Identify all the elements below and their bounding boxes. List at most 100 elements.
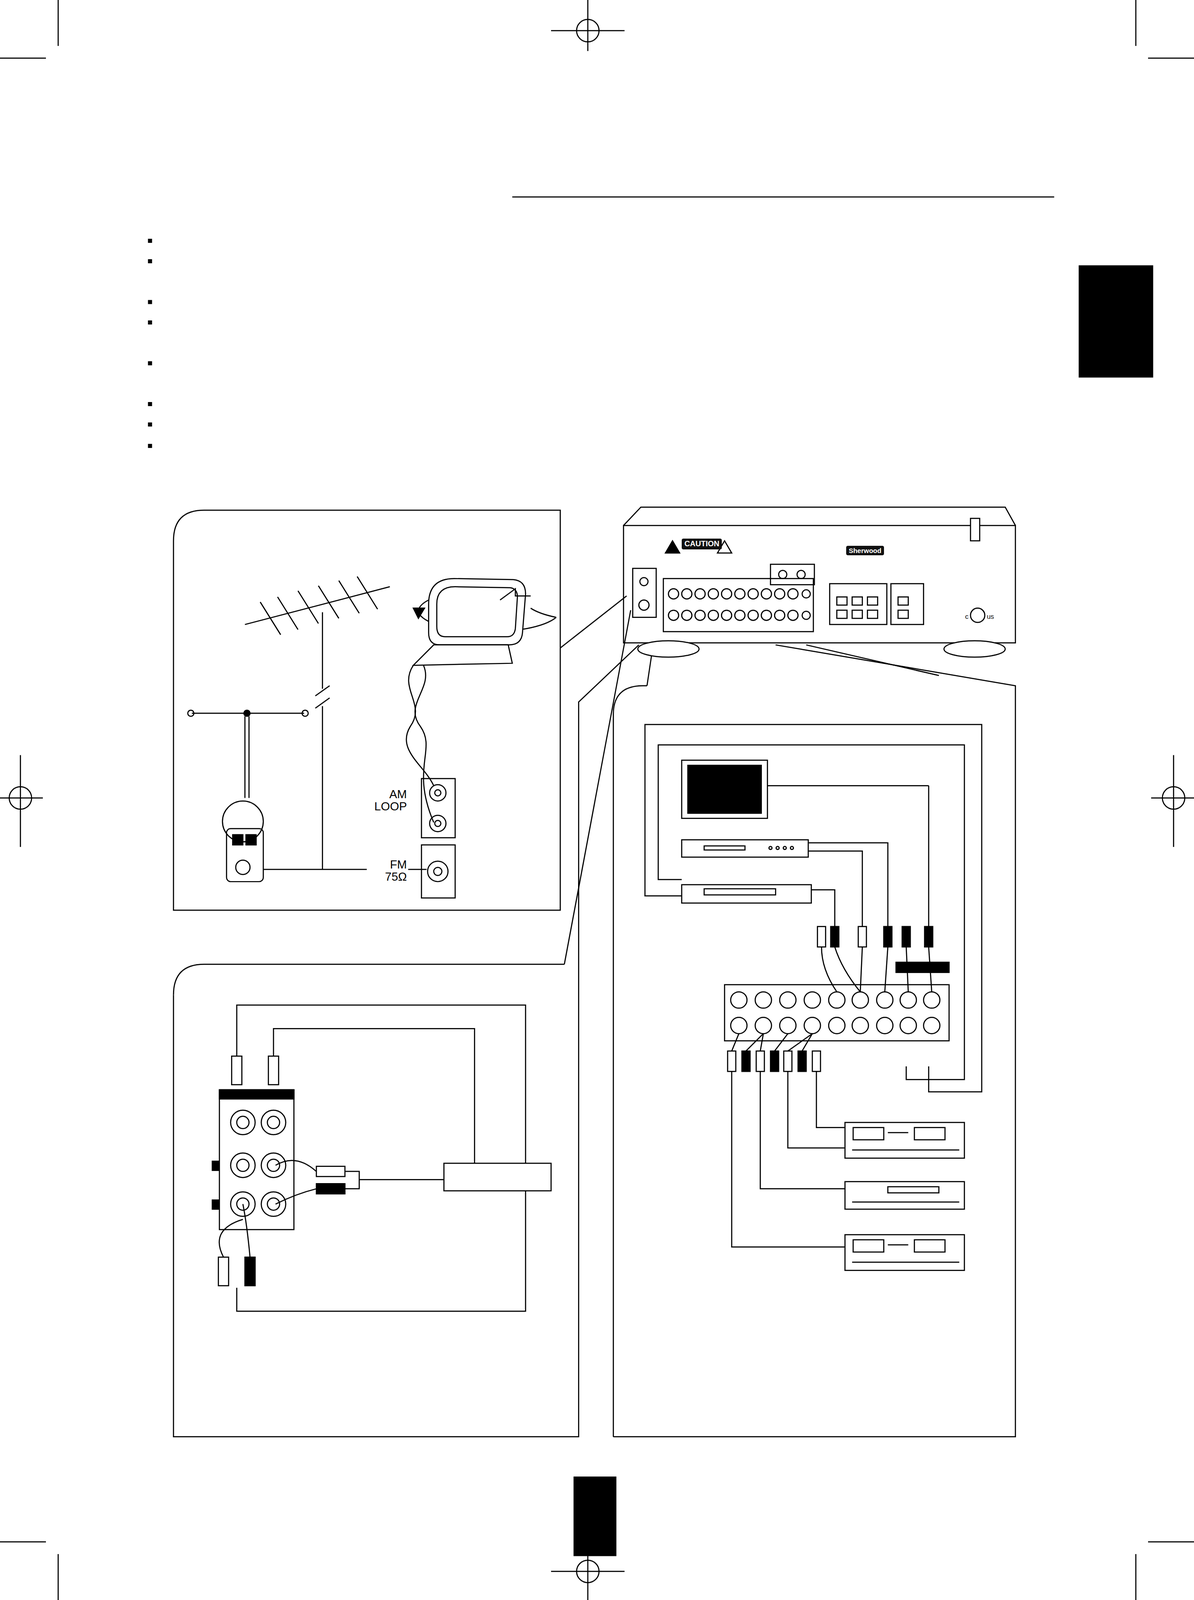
panel-frames-part: [173, 644, 639, 1437]
rear-jack-strip-part: [731, 1070, 845, 1247]
antenna-terminal-block-part: [421, 844, 456, 898]
receiver-part: [867, 610, 878, 619]
fm-dipole-antenna-part: [248, 715, 250, 798]
am-loop-antenna-part: [530, 607, 557, 617]
fm-dipole-antenna-part: [235, 860, 251, 875]
fm-yagi-antenna-part: [297, 590, 319, 624]
brand-badge: Sherwood: [846, 545, 885, 556]
fm-yagi-antenna: [245, 576, 391, 870]
rear-jack-strip-part: [902, 926, 911, 947]
rear-jack-strip-part: [755, 991, 772, 1008]
node-text: Sherwood: [848, 546, 882, 555]
rear-jack-strip-part: [779, 1016, 796, 1034]
audio-decks-part: [914, 1239, 945, 1252]
rear-jack-strip-part: [858, 926, 867, 947]
panel-frames: [173, 510, 1016, 1437]
rear-jack-strip-part: [760, 1070, 845, 1189]
receiver-part: [797, 570, 806, 579]
video-devices-part: [811, 889, 835, 927]
rear-jack-strip-part: [802, 1033, 813, 1051]
receiver-part: [665, 540, 680, 553]
crop-marks-part: [551, 1570, 625, 1572]
preout-jacks-part: [275, 1188, 317, 1204]
bullets-part: [147, 422, 152, 427]
fm-yagi-antenna-part: [357, 576, 378, 609]
fm-dipole-antenna-part: [187, 710, 195, 717]
panel-frames-part: [173, 510, 561, 911]
fm-yagi-antenna-part: [277, 596, 298, 629]
leader-lines: [560, 595, 939, 964]
preout-jacks-part: [267, 1158, 280, 1172]
video-devices-part: [928, 785, 930, 926]
receiver-part: [890, 583, 924, 625]
crop-marks-part: [1148, 1540, 1194, 1542]
crop-marks-part: [57, 1553, 59, 1600]
rear-jack-strip-part: [828, 991, 845, 1008]
fm-yagi-antenna-part: [321, 706, 323, 870]
preout-jacks-part: [316, 1183, 345, 1194]
fm-dipole-antenna-part: [226, 828, 264, 882]
fm-dipole-antenna-part: [246, 834, 257, 845]
rear-jack-strip-part: [817, 926, 826, 947]
audio-decks-part: [852, 1201, 960, 1203]
terminal-label: FM 75Ω: [366, 857, 409, 884]
audio-decks-part: [844, 1181, 965, 1209]
preout-jacks-part: [443, 1162, 552, 1191]
page-number-box-part: [573, 1476, 617, 1556]
video-devices: [644, 724, 982, 1092]
audio-decks-part: [844, 1234, 965, 1270]
video-devices-part: [704, 888, 776, 895]
receiver-part-part: [802, 589, 811, 598]
logo-text: c: [965, 612, 969, 620]
receiver-part-part: [708, 588, 719, 599]
rear-jack-strip-part: [731, 1033, 739, 1051]
receiver-part-part: [681, 610, 693, 621]
rear-jack-strip-part: [797, 1050, 807, 1071]
rear-jack-strip-part: [816, 1070, 845, 1128]
video-devices-part: [783, 846, 787, 850]
preout-jacks-part: [242, 1203, 251, 1258]
crop-marks-part: [576, 19, 600, 42]
bullets-part: [147, 360, 152, 365]
fm-dipole-antenna-part: [244, 715, 246, 798]
receiver-part: [623, 525, 1016, 643]
audio-decks-part: [844, 1121, 965, 1158]
am-loop-antenna-part: [413, 644, 513, 666]
bullets-part: [147, 238, 152, 243]
receiver-part-part: [734, 588, 746, 599]
header-rule: [512, 196, 1055, 198]
am-loop-antenna: [406, 578, 557, 823]
bullets: [147, 238, 152, 448]
rear-jack-strip-part: [804, 1016, 821, 1034]
rear-jack-strip-part: [755, 1016, 772, 1034]
receiver-part: [852, 596, 863, 605]
caution-label: CAUTION: [681, 538, 722, 550]
receiver-part: [970, 607, 985, 623]
crop-marks-part: [587, 0, 588, 51]
rear-jack-strip-part: [900, 991, 917, 1008]
receiver-part-part: [747, 588, 759, 599]
audio-decks-part: [852, 1261, 960, 1263]
receiver-part: [970, 518, 980, 541]
receiver-part-part: [802, 610, 811, 620]
rear-jack-strip-part: [812, 1050, 821, 1071]
receiver-part: [836, 596, 848, 605]
crop-marks-part: [551, 30, 625, 32]
rear-jack-strip-part: [779, 991, 796, 1008]
rear-jack-strip-part: [742, 1050, 751, 1071]
am-loop-antenna-part: [500, 588, 531, 600]
video-devices-part: [769, 846, 773, 850]
page-number-box: [573, 1476, 617, 1556]
video-devices-part: [767, 784, 929, 786]
preout-jacks-part: [219, 1219, 243, 1258]
receiver-part: [829, 583, 887, 625]
audio-decks-part: [888, 1244, 909, 1245]
rear-jack-strip-part: [788, 1033, 813, 1051]
rear-jack-strip-part: [756, 1050, 765, 1071]
rear-jack-strip-part: [830, 926, 839, 947]
preout-jacks-part: [267, 1197, 280, 1210]
receiver-part: [632, 568, 657, 618]
crop-marks-part: [19, 754, 21, 847]
crop-marks-part: [57, 0, 59, 46]
